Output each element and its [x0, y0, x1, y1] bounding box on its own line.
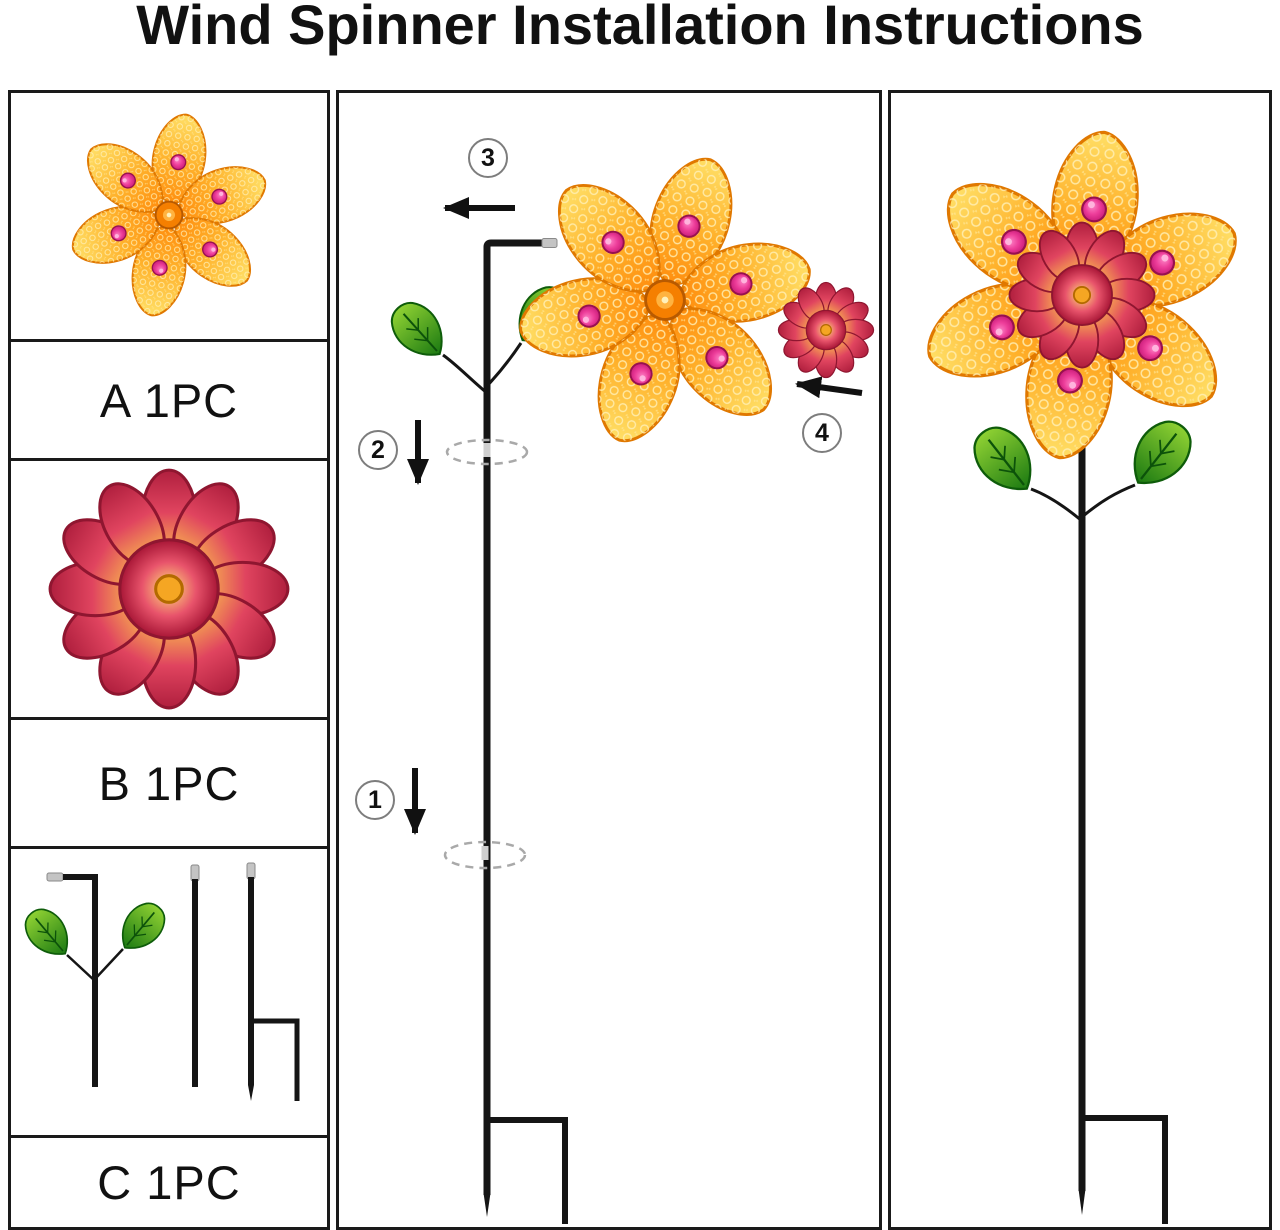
part-b-image-box — [8, 458, 330, 720]
step-2-badge: 2 — [358, 430, 398, 470]
step-1-badge: 1 — [355, 780, 395, 820]
leaf-stems — [66, 948, 124, 982]
part-b-flower-cap-image — [48, 468, 290, 710]
leaf-stems — [1030, 483, 1136, 523]
step-4-badge: 4 — [802, 413, 842, 453]
ground-fork — [1082, 1115, 1168, 1224]
part-c-label-box: C 1PC — [8, 1135, 330, 1230]
step-3-number: 3 — [481, 143, 495, 172]
pole-point — [1078, 1189, 1086, 1215]
part-c-stake-parts-image — [16, 862, 300, 1101]
part-a-label-box: A 1PC — [8, 339, 330, 461]
part-c-image-box — [8, 846, 330, 1138]
assembly-diagram-box: 1 2 3 4 — [336, 90, 882, 1230]
pole-joint — [483, 443, 491, 457]
flower-cap-icon — [48, 468, 290, 710]
stake-fork — [251, 1018, 300, 1101]
leaf-icon — [1117, 410, 1203, 499]
part-a-label: A 1PC — [99, 373, 239, 427]
step-4-number: 4 — [815, 418, 829, 447]
leaf-icon — [110, 894, 174, 960]
part-a-flower-spinner-image — [50, 96, 288, 334]
rod-tip — [190, 864, 200, 882]
assembly-diagram — [381, 113, 875, 1224]
stake-point — [248, 1085, 254, 1101]
rod-tip — [246, 862, 256, 880]
step-4-arrow — [795, 376, 863, 399]
leaf-stem — [442, 353, 488, 395]
l-rod — [63, 874, 98, 1087]
assembled-product-box — [888, 90, 1272, 1230]
assembled-product — [896, 108, 1268, 1224]
part-a-image-box — [8, 90, 330, 342]
part-b-label: B 1PC — [98, 756, 240, 810]
leaf-icon — [16, 900, 80, 966]
screw-motion-ring — [445, 438, 529, 466]
screw-motion-ring — [443, 840, 527, 870]
pole-tip — [541, 238, 558, 248]
flower-spinner-icon — [478, 113, 852, 487]
part-b-label-box: B 1PC — [8, 717, 330, 849]
leaf-stem — [485, 342, 523, 388]
ground-fork — [487, 1117, 568, 1224]
rod-tip — [46, 872, 64, 882]
page-title: Wind Spinner Installation Instructions — [136, 0, 1144, 56]
step-3-badge: 3 — [468, 138, 508, 178]
step-1-number: 1 — [368, 785, 382, 814]
pole — [483, 239, 544, 1195]
pole-point — [483, 1193, 491, 1217]
part-c-label: C 1PC — [97, 1156, 241, 1209]
step-2-number: 2 — [371, 435, 385, 464]
flower-spinner-icon — [50, 96, 288, 334]
pole-joint — [481, 846, 489, 860]
